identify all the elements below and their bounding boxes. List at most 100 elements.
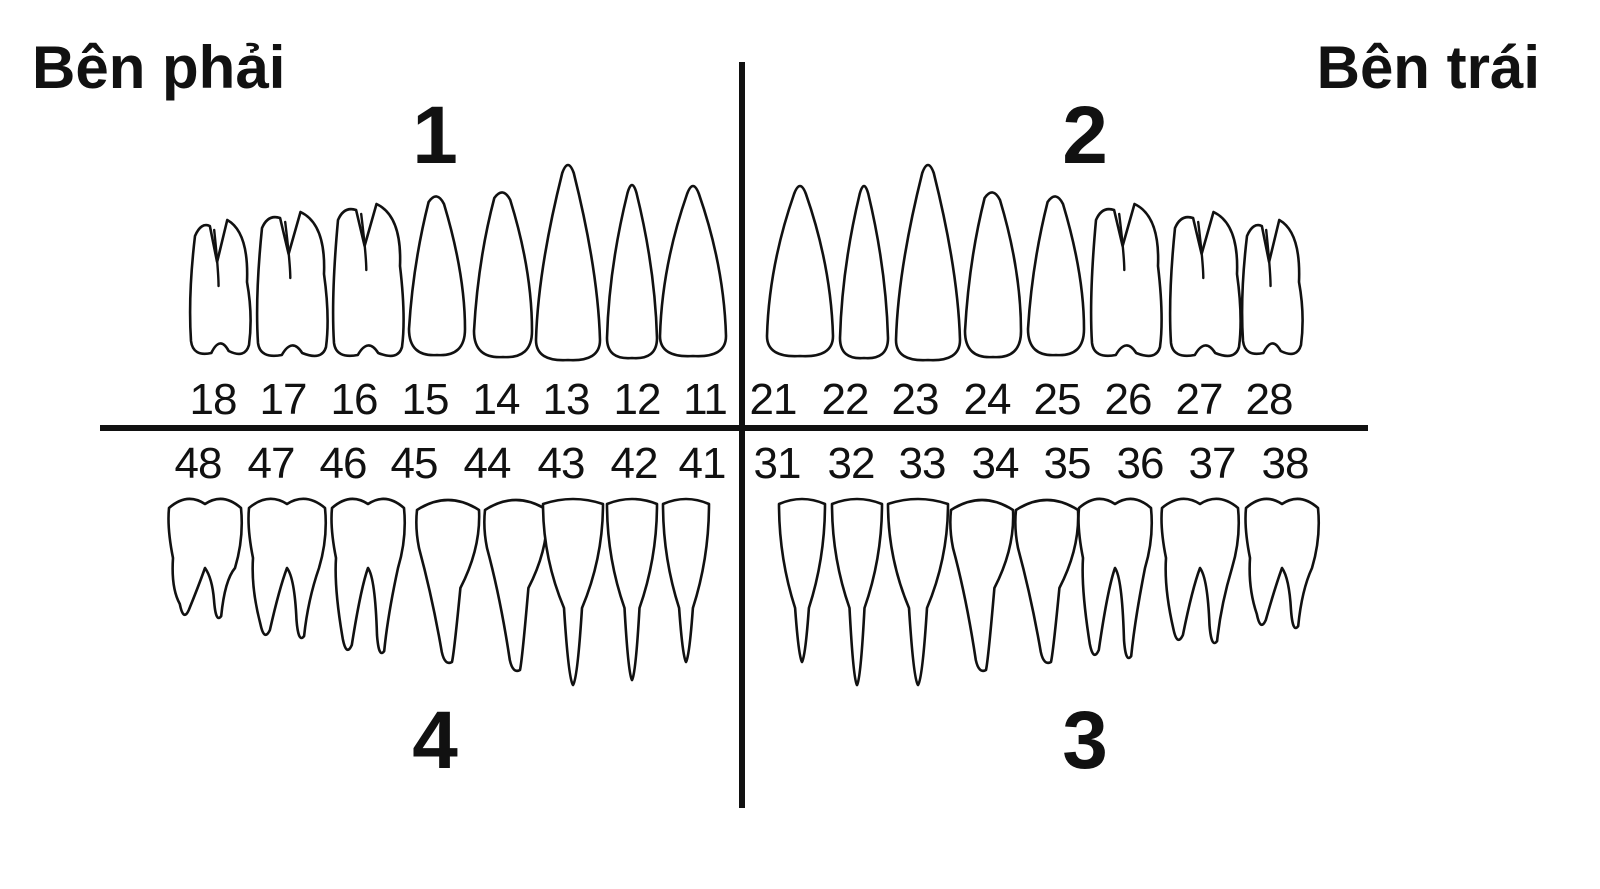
tooth-outline: [247, 497, 328, 640]
tooth-outline: [1089, 202, 1163, 358]
tooth-outline: [1168, 210, 1242, 358]
tooth-outline: [472, 191, 534, 359]
tooth-number: 46: [320, 439, 367, 488]
upper-tooth-14: [1089, 202, 1163, 358]
tooth-number: 22: [822, 375, 869, 424]
upper-tooth-7: [605, 183, 659, 360]
upper-tooth-2: [255, 210, 329, 358]
left-side-label: Bên trái: [1317, 34, 1540, 101]
tooth-outline: [483, 498, 549, 673]
tooth-number: 15: [402, 375, 449, 424]
lower-tooth-5: [483, 498, 549, 673]
lower-tooth-14: [1077, 497, 1154, 660]
tooth-number: 34: [972, 439, 1019, 488]
upper-tooth-10: [838, 184, 890, 360]
quadrant-2-label: 2: [1062, 90, 1108, 181]
tooth-number: 31: [754, 439, 801, 488]
quadrant-1-label: 1: [412, 90, 458, 181]
tooth-outline: [1240, 218, 1304, 356]
tooth-number: 42: [611, 439, 658, 488]
upper-teeth: [188, 163, 1304, 362]
upper-tooth-6: [534, 163, 602, 362]
upper-tooth-5: [472, 191, 534, 359]
tooth-number: 26: [1105, 375, 1152, 424]
tooth-outline: [1160, 497, 1241, 645]
tooth-outline: [1244, 497, 1321, 630]
upper-left-tooth-numbers: 21 22 23 24 25 26 27 28: [750, 375, 1294, 424]
tooth-outline: [605, 497, 659, 682]
tooth-outline: [1014, 498, 1080, 665]
lower-tooth-6: [541, 497, 605, 687]
lower-tooth-2: [247, 497, 328, 640]
root-line: [284, 220, 292, 280]
tooth-outline: [331, 202, 405, 358]
lower-right-tooth-numbers: 48 47 46 45 44 43 42 41: [175, 439, 727, 488]
tooth-outline: [894, 163, 962, 362]
tooth-number: 43: [538, 439, 585, 488]
lower-tooth-12: [949, 498, 1015, 673]
tooth-number: 11: [683, 375, 727, 424]
upper-right-tooth-numbers: 18 17 16 15 14 13 12 11: [190, 375, 728, 424]
tooth-number: 17: [260, 375, 307, 424]
tooth-outline: [534, 163, 602, 362]
tooth-outline: [765, 184, 835, 358]
quadrant-3-label: 3: [1062, 695, 1108, 786]
lower-tooth-15: [1160, 497, 1241, 645]
tooth-outline: [407, 195, 467, 357]
tooth-outline: [415, 498, 481, 665]
lower-teeth: [167, 497, 1321, 687]
lower-tooth-3: [330, 497, 407, 655]
tooth-outline: [838, 184, 890, 360]
tooth-outline: [886, 497, 950, 687]
tooth-number: 21: [750, 375, 797, 424]
tooth-outline: [661, 497, 711, 664]
upper-tooth-16: [1240, 218, 1304, 356]
tooth-number: 27: [1176, 375, 1223, 424]
tooth-outline: [830, 497, 884, 687]
tooth-number: 28: [1246, 375, 1293, 424]
tooth-number: 36: [1117, 439, 1164, 488]
tooth-number: 41: [679, 439, 726, 488]
upper-tooth-4: [407, 195, 467, 357]
upper-tooth-1: [188, 218, 252, 356]
root-line: [1265, 228, 1272, 288]
tooth-number: 18: [190, 375, 237, 424]
tooth-outline: [777, 497, 827, 664]
tooth-outline: [949, 498, 1015, 673]
upper-tooth-11: [894, 163, 962, 362]
lower-tooth-8: [661, 497, 711, 664]
tooth-number: 48: [175, 439, 222, 488]
tooth-outline: [330, 497, 407, 655]
upper-tooth-9: [765, 184, 835, 358]
tooth-number: 25: [1034, 375, 1081, 424]
tooth-outline: [188, 218, 252, 356]
tooth-number: 37: [1189, 439, 1236, 488]
root-line: [213, 228, 220, 288]
upper-tooth-12: [963, 191, 1023, 359]
tooth-outline: [541, 497, 605, 687]
tooth-number: 12: [614, 375, 661, 424]
lower-tooth-16: [1244, 497, 1321, 630]
tooth-number: 23: [892, 375, 939, 424]
tooth-number: 13: [543, 375, 590, 424]
root-line: [1197, 220, 1205, 280]
tooth-outline: [167, 497, 244, 620]
tooth-outline: [658, 184, 728, 358]
root-line: [360, 212, 368, 272]
lower-tooth-4: [415, 498, 481, 665]
lower-tooth-13: [1014, 498, 1080, 665]
tooth-number: 35: [1044, 439, 1091, 488]
tooth-number: 45: [391, 439, 438, 488]
tooth-number: 14: [473, 375, 520, 424]
tooth-outline: [1026, 195, 1086, 357]
tooth-number: 24: [964, 375, 1011, 424]
lower-tooth-9: [777, 497, 827, 664]
upper-tooth-13: [1026, 195, 1086, 357]
tooth-outline: [1077, 497, 1154, 660]
tooth-outline: [605, 183, 659, 360]
tooth-outline: [255, 210, 329, 358]
upper-tooth-3: [331, 202, 405, 358]
tooth-outline: [963, 191, 1023, 359]
lower-left-tooth-numbers: 31 32 33 34 35 36 37 38: [754, 439, 1310, 488]
lower-tooth-10: [830, 497, 884, 687]
